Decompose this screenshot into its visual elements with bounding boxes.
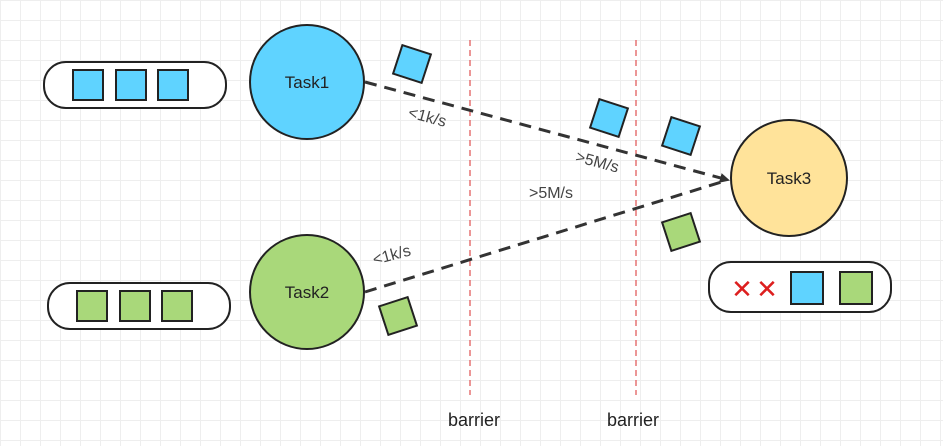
discarded-record-mark: ✕	[731, 275, 753, 305]
edge-task2-to-task3	[364, 178, 729, 294]
task2-label: Task2	[285, 283, 329, 302]
buffer-record	[157, 69, 189, 101]
buffer-record	[76, 290, 108, 322]
buffer-record	[161, 290, 193, 322]
task1-label: Task1	[285, 73, 329, 92]
in-flight-record-blue	[391, 43, 433, 85]
buffer-record	[839, 271, 873, 305]
in-flight-record-blue	[588, 97, 630, 139]
task2-input-buffer	[47, 282, 231, 330]
task2-node: Task2	[249, 234, 365, 350]
discarded-record-mark: ✕	[756, 275, 778, 305]
task3-label: Task3	[767, 169, 811, 188]
barrier-label-2: barrier	[607, 410, 659, 430]
task2-fast-rate-label: >5M/s	[529, 185, 573, 202]
task1-node: Task1	[249, 24, 365, 140]
task1-slow-rate-label: <1k/s	[406, 104, 448, 130]
buffer-record	[72, 69, 104, 101]
in-flight-record-green	[377, 295, 419, 337]
buffer-record	[119, 290, 151, 322]
task3-input-buffer: ✕ ✕	[708, 261, 892, 313]
in-flight-record-green	[660, 211, 702, 253]
edge-task1-to-task3	[364, 80, 730, 183]
buffer-record	[790, 271, 824, 305]
task2-slow-rate-label: <1k/s	[371, 242, 413, 268]
task1-fast-rate-label: >5M/s	[574, 149, 621, 177]
task3-node: Task3	[730, 119, 848, 237]
barrier-label-1: barrier	[448, 410, 500, 430]
buffer-record	[115, 69, 147, 101]
task1-input-buffer	[43, 61, 227, 109]
in-flight-record-blue	[660, 115, 702, 157]
